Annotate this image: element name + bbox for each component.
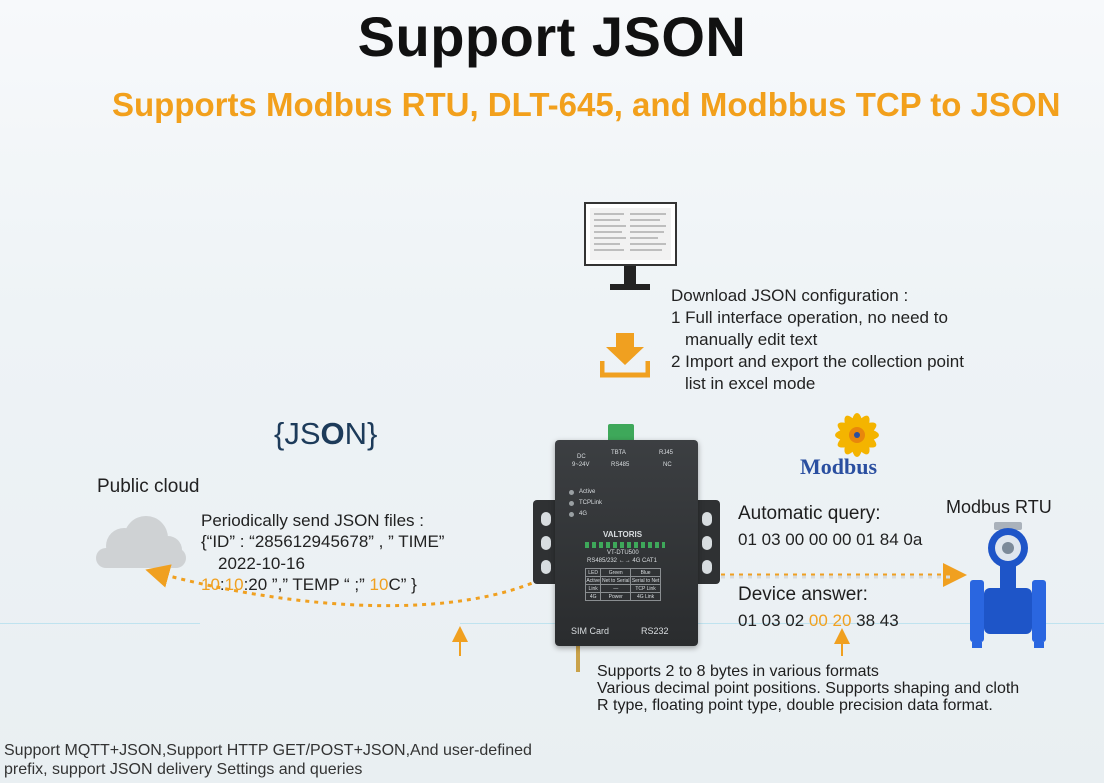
answer-highlight: 00 20 [808, 611, 852, 630]
device-sim-label: SIM Card [571, 626, 610, 636]
subtitle: Supports Modbus RTU, DLT-645, and Modbbu… [112, 86, 1061, 123]
json-logo: {JSON} [274, 416, 377, 452]
download-line1b: manually edit text [685, 330, 818, 349]
answer-suffix: 38 43 [851, 611, 899, 630]
json-logo-o: O [320, 416, 345, 451]
query-value: 01 03 00 00 00 01 84 0a [738, 530, 923, 549]
answer-prefix: 01 03 02 [738, 611, 809, 630]
divider-line-right [698, 623, 1104, 624]
answer-label: Device answer: [738, 584, 868, 605]
device-top-label-2: RJ45 [659, 450, 674, 456]
query-label: Automatic query: [738, 503, 881, 524]
periodic-temp: 10 [369, 575, 389, 594]
divider-line-left [0, 623, 200, 624]
footer-line1: Support MQTT+JSON,Support HTTP GET/POST+… [4, 742, 532, 759]
device-led-4g: 4G [579, 511, 588, 517]
terminal-block [608, 424, 634, 442]
divider-line-mid [460, 623, 555, 624]
footer-line2: prefix, support JSON delivery Settings a… [4, 761, 363, 778]
device-dc: DC [577, 454, 586, 460]
periodic-minute: 10 [224, 575, 244, 594]
periodic-line3: 10:10:20 ”,” TEMP “ ;” 10C” } [201, 574, 417, 596]
device-top-label-4: NC [663, 462, 672, 468]
json-logo-right: N} [344, 416, 378, 451]
periodic-rest: :20 ”,” TEMP “ ;” [243, 575, 370, 594]
device-top-label-3: RS485 [611, 462, 630, 468]
formats-line1: Supports 2 to 8 bytes in various formats [597, 663, 879, 680]
periodic-heading: Periodically send JSON files : [201, 511, 424, 530]
device-led-active: Active [579, 489, 596, 495]
flow-meter-icon [970, 522, 1046, 648]
device-dc-range: 9~24V [572, 462, 590, 468]
device-left-bracket [533, 500, 559, 584]
answer-value: 01 03 02 00 20 38 43 [738, 610, 899, 632]
download-line1: 1 Full interface operation, no need to [671, 308, 948, 327]
json-logo-left: {JS [274, 416, 321, 451]
formats-line3: R type, floating point type, double prec… [597, 697, 993, 714]
download-icon [600, 333, 650, 378]
device-top-label-1: TBTA [611, 450, 626, 456]
monitor-icon [584, 202, 677, 290]
device-led-tcplink: TCPLink [579, 500, 603, 506]
device-spec: RS485/232 ←→ 4G CAT1 [587, 558, 657, 564]
dtu-device: DC 9~24V TBTA RJ45 RS485 NC Active TCPLi… [555, 440, 698, 646]
formats-line2: Various decimal point positions. Support… [597, 680, 1020, 697]
device-stripe [585, 542, 665, 548]
download-line2b: list in excel mode [685, 374, 816, 393]
modbus-rtu-label: Modbus RTU [946, 497, 1052, 517]
periodic-line2: 2022-10-16 [218, 554, 305, 573]
modbus-logo-text: Modbus [800, 454, 878, 479]
periodic-hour: 10 [201, 575, 220, 594]
periodic-line1: {“ID” : “285612945678” , ” TIME” [201, 532, 445, 551]
public-cloud-label: Public cloud [97, 476, 200, 497]
device-right-bracket [694, 500, 720, 584]
download-heading: Download JSON configuration : [671, 286, 909, 305]
cloud-icon [96, 516, 186, 568]
device-rs232-label: RS232 [641, 626, 669, 636]
device-model: VT-DTU500 [607, 550, 639, 556]
page-title: Support JSON [357, 5, 747, 68]
device-brand: VALTORIS [603, 530, 643, 539]
periodic-end: C” } [388, 575, 417, 594]
download-line2: 2 Import and export the collection point [671, 352, 964, 371]
antenna-icon [576, 646, 580, 672]
modbus-flower-icon [835, 413, 879, 457]
